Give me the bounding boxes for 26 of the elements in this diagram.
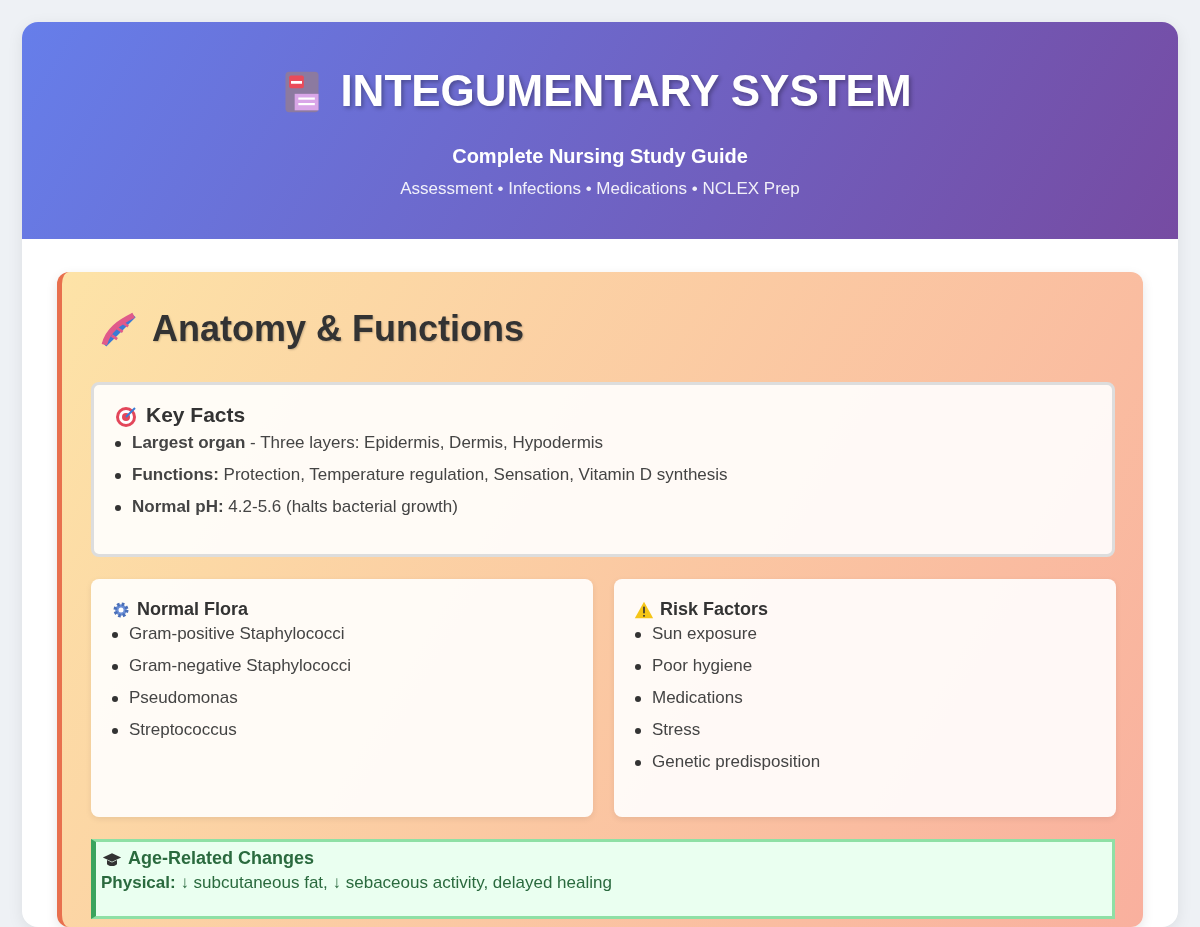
page-title: INTEGUMENTARY SYSTEM xyxy=(340,66,912,115)
card-heading: Anatomy & Functions xyxy=(152,308,524,350)
card-heading: Key Facts xyxy=(146,403,246,427)
list-item: Normal pH: 4.2-5.6 (halts bacterial growth) xyxy=(112,497,1112,517)
topic-list: Assessment • Infections • Medications • NCLEX Prep xyxy=(400,179,800,198)
list-item: Stress xyxy=(632,720,1116,740)
list-item: Gram-positive Staphylococci xyxy=(109,624,593,644)
list-item: Sun exposure xyxy=(632,624,1116,644)
info-card xyxy=(91,839,1115,919)
info-card xyxy=(91,579,593,817)
list-item: Largest organ - Three layers: Epidermis, Dermis, Hypodermis xyxy=(112,433,1112,453)
section-card xyxy=(57,272,1143,927)
card-heading: Normal Flora xyxy=(137,599,249,620)
card-heading: Risk Factors xyxy=(660,599,769,620)
list-item: Functions: Protection, Temperature regulation, Sensation, Vitamin D synthesis xyxy=(112,465,1112,485)
list-item: Medications xyxy=(632,688,1116,708)
card-text: Physical: ↓ subcutaneous fat, ↓ sebaceous activity, delayed healing xyxy=(101,873,613,893)
list-item: Pseudomonas xyxy=(109,688,593,708)
card-heading: Age-Related Changes xyxy=(128,848,315,869)
key-facts-card xyxy=(91,382,1115,557)
subtitle: Complete Nursing Study Guide xyxy=(452,145,748,167)
list-item: Gram-negative Staphylococci xyxy=(109,656,593,676)
list-item: Genetic predisposition xyxy=(632,752,1116,772)
info-card xyxy=(614,579,1116,817)
list-item: Poor hygiene xyxy=(632,656,1116,676)
list-item: Streptococcus xyxy=(109,720,593,740)
